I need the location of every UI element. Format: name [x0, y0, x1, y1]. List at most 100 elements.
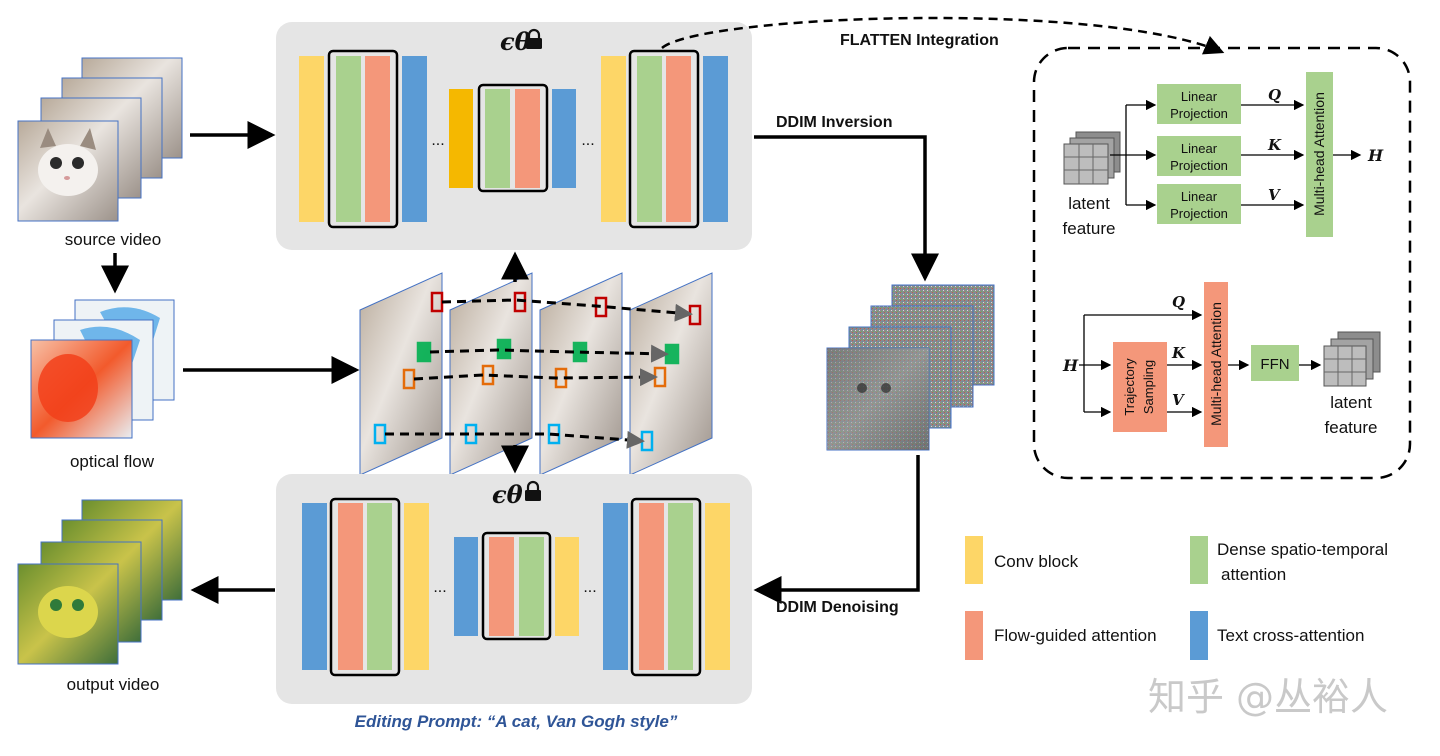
text-cross-attention-block	[703, 56, 728, 222]
conv-block	[404, 503, 429, 670]
latent-feature-label-line2: feature	[1063, 219, 1116, 238]
flow-attention-block	[365, 56, 390, 222]
ddim-denoising-label: DDIM Denoising	[776, 599, 899, 616]
latent-feature-icon	[1323, 331, 1381, 387]
ddim-inversion-arrow	[754, 135, 939, 282]
lock-icon	[525, 480, 541, 501]
h-input-label: H	[1062, 356, 1079, 375]
conv-block	[601, 56, 626, 222]
output-video-label: output video	[67, 675, 160, 694]
ellipsis-right: ...	[583, 579, 596, 596]
video-frames-trajectories	[359, 272, 713, 476]
legend-dense-label-line2: attention	[1221, 565, 1286, 584]
latent-feature-label-line1: latent	[1068, 194, 1110, 213]
text-cross-attention-block	[552, 89, 576, 188]
h-output-label: H	[1367, 146, 1384, 165]
ddim-inversion-label: DDIM Inversion	[776, 114, 892, 131]
flatten-integration-label: FLATTEN Integration	[840, 32, 999, 49]
svg-text:Trajectory: Trajectory	[1122, 358, 1137, 416]
attention-group-box	[477, 83, 549, 193]
flow-attention-block	[489, 537, 514, 636]
flow-attention-block	[338, 503, 363, 670]
integration-arrow	[661, 16, 1225, 55]
svg-text:Q: Q	[1172, 293, 1185, 311]
linear-projection-k	[1157, 136, 1241, 176]
q-label: Q	[1268, 86, 1281, 104]
ddim-denoising-arrow	[753, 455, 920, 604]
linear-projection-v	[1157, 184, 1241, 224]
ellipsis-left: ...	[433, 579, 446, 596]
flow-attention-block	[515, 89, 540, 188]
svg-text:Linear: Linear	[1181, 141, 1218, 156]
mha-bottom-label: Multi-head Attention	[1208, 302, 1224, 426]
k-label: K	[1267, 136, 1282, 154]
unet-top: ϵθ ... ...	[276, 22, 752, 250]
ffn-block	[1251, 345, 1299, 381]
editing-prompt: Editing Prompt: “A cat, Van Gogh style”	[355, 712, 678, 731]
optical-flow-stack	[30, 299, 175, 439]
source-video-label: source video	[65, 230, 161, 249]
svg-text:Sampling: Sampling	[1141, 360, 1156, 414]
trajectory-sampling	[1113, 342, 1167, 432]
watermark: 知乎 @丛裕人	[1148, 675, 1388, 719]
svg-text:K: K	[1171, 344, 1186, 362]
lock-icon	[526, 28, 542, 49]
svg-text:Projection: Projection	[1170, 158, 1228, 173]
text-cross-attention-block	[402, 56, 427, 222]
ffn-label: FFN	[1260, 356, 1289, 373]
attention-group-box	[327, 49, 399, 229]
legend-dense-label-line1: Dense spatio-temporal	[1217, 540, 1388, 559]
attention-group-box	[630, 497, 702, 677]
svg-text:Linear: Linear	[1181, 89, 1218, 104]
frame-1	[359, 272, 443, 476]
optical-flow-label: optical flow	[70, 452, 155, 471]
svg-text:feature: feature	[1325, 418, 1378, 437]
svg-text:latent: latent	[1330, 393, 1372, 412]
conv-block	[705, 503, 730, 670]
ellipsis-left: ...	[431, 132, 444, 149]
dense-attention-block	[336, 56, 361, 222]
legend-swatch-text	[1190, 611, 1208, 660]
legend-swatch-dense	[1190, 536, 1208, 584]
legend-text-label: Text cross-attention	[1217, 626, 1364, 645]
svg-text:Projection: Projection	[1170, 106, 1228, 121]
unet-bottom-symbol: ϵθ	[492, 480, 523, 509]
legend-flow-label: Flow-guided attention	[994, 626, 1157, 645]
conv-block	[555, 537, 579, 636]
integration-box	[1032, 46, 1412, 480]
text-cross-attention-block	[603, 503, 628, 670]
text-cross-attention-block	[302, 503, 327, 670]
mha-top-label: Multi-head Attention	[1311, 92, 1327, 216]
frame-3	[539, 272, 623, 476]
flow-attention-block	[639, 503, 664, 670]
latent-feature-icon	[1063, 131, 1121, 185]
output-video-stack	[17, 499, 183, 665]
attention-group-box	[628, 49, 700, 229]
conv-block	[299, 56, 324, 222]
dense-attention-block	[637, 56, 662, 222]
cat-face-icon	[38, 128, 98, 196]
noisy-latent-stack	[826, 284, 995, 451]
linear-projection-q	[1157, 84, 1241, 124]
unet-bottom: ϵθ ... ...	[276, 474, 752, 704]
unet-top-background	[276, 22, 752, 250]
legend-swatch-conv	[965, 536, 983, 584]
multi-head-attention-top	[1306, 72, 1333, 237]
unet-top-symbol: ϵθ	[500, 27, 531, 56]
dense-attention-block	[668, 503, 693, 670]
svg-text:Projection: Projection	[1170, 206, 1228, 221]
attention-group-box	[329, 497, 401, 677]
multi-head-attention-bottom	[1204, 282, 1228, 447]
dense-attention-block	[367, 503, 392, 670]
source-video-stack	[17, 57, 183, 222]
attention-group-box	[481, 531, 552, 641]
integration-detail: latent feature Linear Projection Linear …	[1032, 46, 1412, 480]
legend-conv-label: Conv block	[994, 552, 1079, 571]
dense-attention-block	[519, 537, 544, 636]
v-label: V	[1268, 186, 1281, 204]
ellipsis-right: ...	[581, 132, 594, 149]
flow-attention-block	[666, 56, 691, 222]
text-cross-attention-block	[454, 537, 478, 636]
legend-swatch-flow	[965, 611, 983, 660]
